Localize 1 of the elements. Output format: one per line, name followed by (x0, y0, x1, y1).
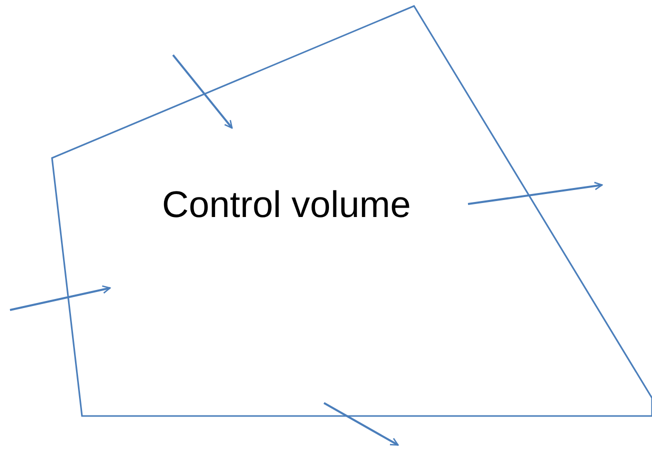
region-label: Control volume (162, 183, 411, 227)
